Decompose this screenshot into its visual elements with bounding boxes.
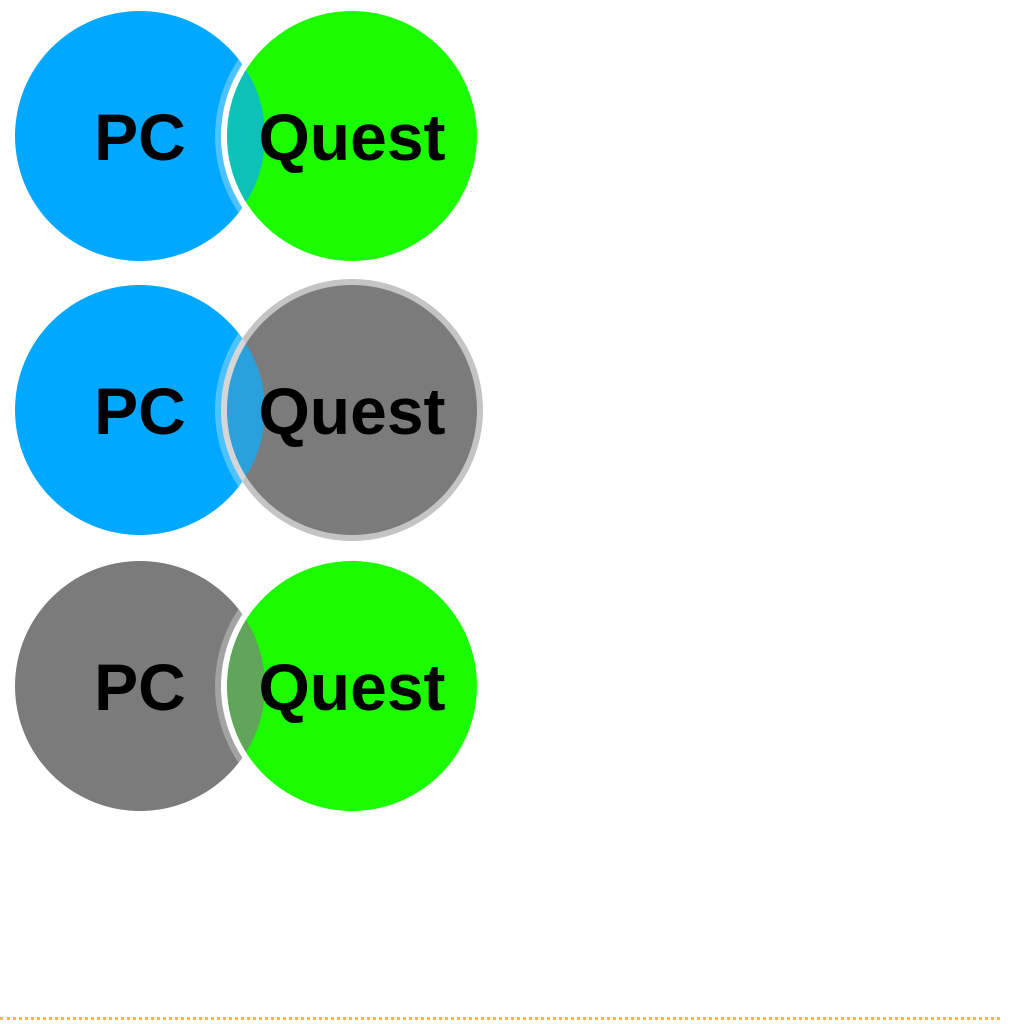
pc-label: PC xyxy=(94,100,186,174)
pc-label: PC xyxy=(94,650,186,724)
pc-circle xyxy=(15,11,265,261)
quest-circle xyxy=(227,11,477,261)
pc-label: PC xyxy=(94,374,186,448)
pc-circle xyxy=(15,285,265,535)
quest-circle xyxy=(227,285,477,535)
dotted-divider xyxy=(0,1017,1000,1020)
pc-circle xyxy=(15,561,265,811)
quest-label: Quest xyxy=(258,374,445,448)
venn-diagram-1: PC Quest xyxy=(15,5,483,267)
overlap-highlight-edge xyxy=(215,11,265,261)
overlap-highlight-edge xyxy=(215,561,265,811)
quest-circle xyxy=(227,561,477,811)
venn-diagram-3: PC Quest xyxy=(15,555,483,817)
quest-label: Quest xyxy=(258,100,445,174)
quest-label: Quest xyxy=(258,650,445,724)
venn-diagram-2: PC Quest xyxy=(15,279,483,541)
overlap-highlight-edge xyxy=(215,285,265,535)
